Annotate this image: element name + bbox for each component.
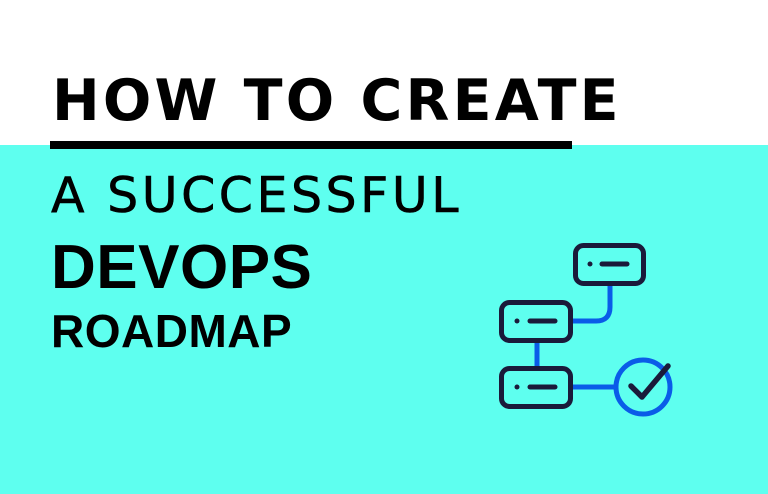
headline-underline bbox=[50, 141, 572, 149]
headline-line-3: DEVOPS bbox=[51, 233, 313, 302]
cyan-background-band bbox=[0, 145, 768, 494]
headline-line-1: HOW TO CREATE bbox=[52, 68, 622, 134]
top-white-band bbox=[0, 0, 768, 145]
headline-line-2: A SUCCESSFUL bbox=[51, 167, 463, 224]
headline-line-4: ROADMAP bbox=[51, 305, 293, 357]
